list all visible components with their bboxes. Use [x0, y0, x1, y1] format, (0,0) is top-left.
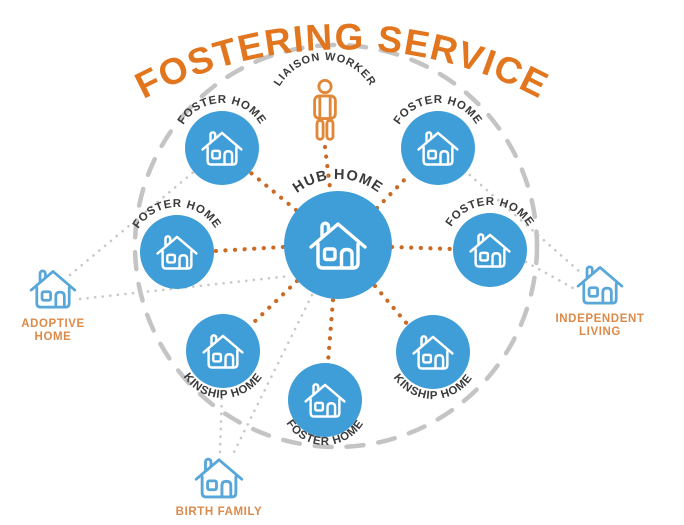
- external-label-line2: LIVING: [579, 326, 621, 338]
- external-node-adoptive-home: ADOPTIVE HOME: [21, 269, 85, 343]
- external-node-independent-living: INDEPENDENT LIVING: [555, 265, 644, 338]
- service-boundary-circle: [132, 42, 540, 450]
- line-hub-to-foster-bottom: [325, 297, 336, 365]
- external-label-line2: HOME: [35, 331, 72, 343]
- satellite-node-foster-top-right: FOSTER HOME: [392, 94, 483, 185]
- person-icon: [313, 78, 337, 141]
- node-circle: [396, 315, 470, 389]
- satellite-node-foster-bottom: FOSTER HOME: [284, 363, 366, 448]
- hub-home-circle: [284, 191, 392, 299]
- house-outline-icon: [194, 457, 244, 499]
- line-hub-to-kinship-bottom-right: [372, 283, 411, 328]
- node-circle: [401, 111, 475, 185]
- line-foster-top-right-to-independent: [462, 168, 582, 274]
- node-circle: [140, 215, 214, 289]
- line-hub-to-foster-top-left: [248, 170, 299, 213]
- external-label-line1: BIRTH FAMILY: [176, 506, 263, 518]
- external-node-birth-family: BIRTH FAMILY: [176, 457, 263, 518]
- line-hub-to-foster-top-right: [374, 171, 413, 211]
- external-label-line1: ADOPTIVE: [21, 318, 85, 330]
- liaison-worker-node: LIAISON WORKER: [272, 51, 377, 141]
- satellite-node-foster-top-left: FOSTER HOME: [176, 94, 267, 185]
- satellite-node-kinship-bottom-left: KINSHIP HOME: [181, 314, 264, 401]
- node-circle: [288, 363, 362, 437]
- node-circle: [185, 111, 259, 185]
- house-outline-icon: [576, 265, 624, 305]
- satellite-node-kinship-bottom-right: KINSHIP HOME: [391, 315, 474, 402]
- satellite-node-foster-mid-left: FOSTER HOME: [131, 198, 222, 289]
- line-hub-to-kinship-bottom-left: [247, 278, 300, 329]
- node-circle: [186, 314, 260, 388]
- line-hub-to-foster-mid-right: [389, 244, 455, 252]
- line-foster-mid-right-to-independent: [524, 260, 575, 290]
- node-circle: [453, 213, 527, 287]
- line-liaison-to-hub: [322, 144, 333, 191]
- external-label-line1: INDEPENDENT: [555, 313, 644, 325]
- line-hub-to-foster-mid-left: [212, 244, 286, 254]
- line-hub-to-birth-family: [232, 293, 314, 454]
- line-adoptive-to-foster-top-left: [68, 168, 198, 277]
- orange-dotted-connections: [212, 144, 455, 365]
- line-kinship-to-birth-family: [218, 389, 224, 454]
- satellite-node-foster-mid-right: FOSTER HOME: [444, 196, 535, 287]
- house-outline-icon: [29, 269, 77, 309]
- hub-home-node: HUB HOME: [284, 167, 392, 299]
